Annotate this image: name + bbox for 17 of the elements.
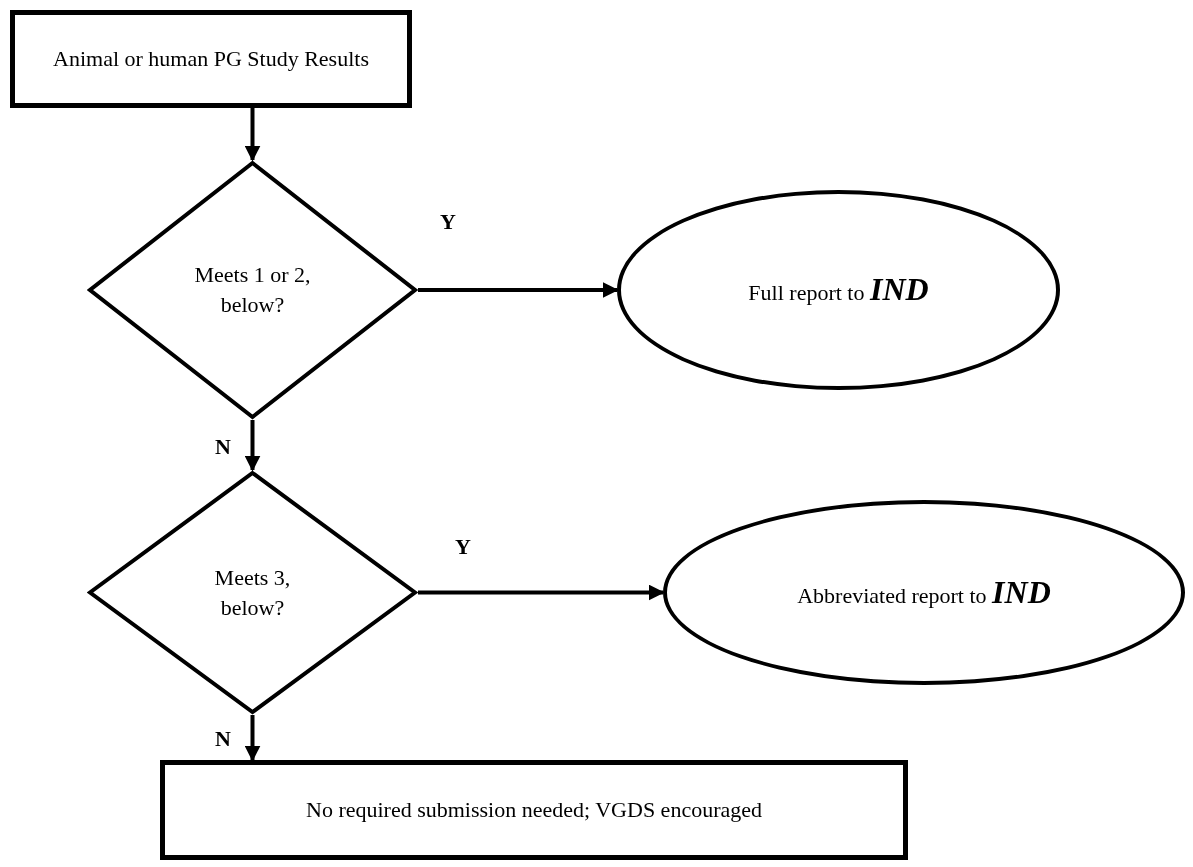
arrow bbox=[418, 282, 619, 298]
node-text: Meets 3, below? bbox=[213, 563, 292, 622]
arrow bbox=[418, 584, 665, 601]
node-text: Meets 1 or 2, below? bbox=[193, 261, 312, 319]
node-text: No required submission needed; VGDS encouraged bbox=[306, 796, 762, 825]
arrow bbox=[244, 715, 261, 762]
node-text: Full report to IND bbox=[748, 270, 929, 310]
process-box bbox=[10, 10, 412, 108]
node-text: Animal or human PG Study Results bbox=[53, 45, 369, 74]
arrow bbox=[244, 108, 261, 162]
edge-label: N bbox=[215, 433, 231, 461]
process-box bbox=[160, 760, 908, 860]
node-text: Abbreviated report to IND bbox=[797, 572, 1051, 612]
edge-label: N bbox=[215, 725, 231, 753]
edge-label: Y bbox=[455, 533, 471, 561]
edge-label: Y bbox=[440, 208, 456, 236]
arrow bbox=[244, 420, 261, 472]
